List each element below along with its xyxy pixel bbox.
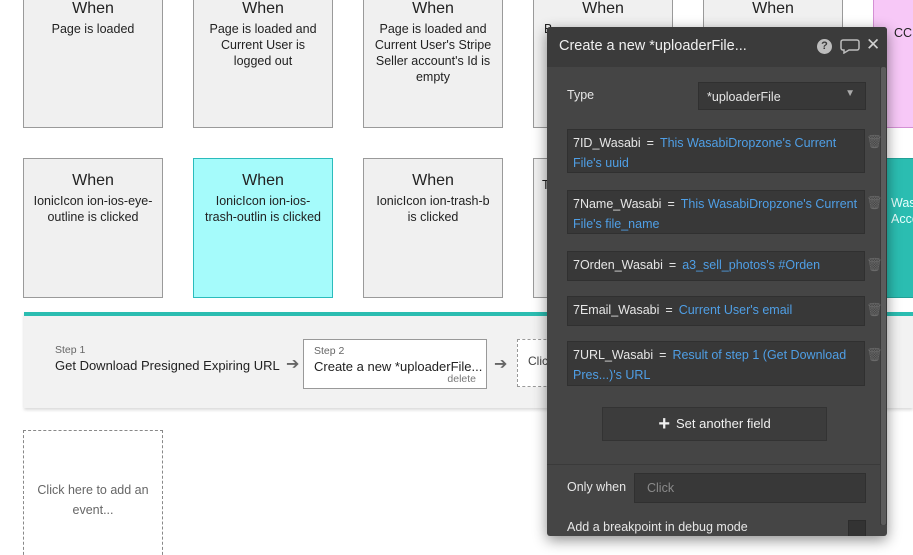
field-key: 7Orden_Wasabi [573, 258, 663, 272]
field-expression[interactable]: This WasabiDropzone's Current File's fil… [573, 197, 858, 231]
event-when-label: When [412, 172, 454, 189]
event-page-loaded-stripe-empty[interactable]: When Page is loaded and Current User's S… [363, 0, 503, 128]
event-description: CCE [894, 26, 913, 40]
event-page-loaded-logged-out[interactable]: When Page is loaded and Current User is … [193, 0, 333, 128]
event-description: T [542, 178, 550, 192]
field-equals: = [659, 348, 667, 362]
field-equals: = [665, 303, 673, 317]
field-expression[interactable]: This WasabiDropzone's Current File's uui… [573, 136, 837, 170]
trash-icon[interactable]: 🗑 [866, 302, 883, 317]
event-page-loaded[interactable]: When Page is loaded [23, 0, 163, 128]
add-event-button[interactable]: Click here to add an event... [23, 430, 163, 555]
delete-step-link[interactable]: delete [447, 373, 476, 385]
event-when-label: When [242, 0, 284, 17]
field-orden-wasabi[interactable]: 7Orden_Wasabi = a3_sell_photos's #Orden [567, 251, 865, 281]
panel-header[interactable]: Create a new *uploaderFile... ? ✕ [547, 27, 887, 67]
event-description: Page is loaded and Current User's Stripe… [374, 22, 492, 84]
type-select[interactable]: *uploaderFile ▼ [698, 82, 866, 110]
event-trash-b-clicked[interactable]: When IonicIcon ion-trash-b is clicked [363, 158, 503, 298]
set-another-field-button[interactable]: + Set another field [602, 407, 827, 441]
event-description: IonicIcon ion-ios-trash-outlin is clicke… [204, 194, 321, 224]
panel-title: Create a new *uploaderFile... [559, 38, 747, 54]
field-url-wasabi[interactable]: 7URL_Wasabi =Result of step 1 (Get Downlo… [567, 341, 865, 386]
trash-icon[interactable]: 🗑 [866, 134, 883, 149]
divider [547, 464, 880, 465]
type-label: Type [567, 88, 595, 102]
arrow-right-icon: ➔ [286, 356, 300, 373]
step-title: Create a new *uploaderFile... [314, 359, 483, 374]
field-equals: = [646, 136, 654, 150]
field-equals: = [667, 197, 675, 211]
event-when-label: When [752, 0, 794, 17]
event-when-label: When [412, 0, 454, 17]
field-equals: = [668, 258, 677, 272]
arrow-right-icon: ➔ [494, 356, 508, 373]
chevron-down-icon: ▼ [845, 88, 855, 99]
field-key: 7ID_Wasabi [573, 136, 641, 150]
type-select-value: *uploaderFile [707, 90, 781, 104]
event-description: Was Acce [891, 196, 913, 226]
event-when-label: When [72, 172, 114, 189]
workflow-step-1[interactable]: Step 1 Get Download Presigned Expiring U… [55, 344, 280, 373]
event-when-label: When [582, 0, 624, 17]
field-expression[interactable]: Result of step 1 (Get Download Pres...)'… [573, 348, 847, 382]
field-key: 7URL_Wasabi [573, 348, 654, 362]
event-when-label: When [72, 0, 114, 17]
field-expression[interactable]: Current User's email [678, 303, 793, 317]
trash-icon[interactable]: 🗑 [866, 195, 883, 210]
event-description: IonicIcon ion-ios-eye-outline is clicked [33, 194, 153, 224]
trash-icon[interactable]: 🗑 [866, 347, 883, 362]
field-key: 7Email_Wasabi [573, 303, 660, 317]
event-when-label: When [242, 172, 284, 189]
field-name-wasabi[interactable]: 7Name_Wasabi =This WasabiDropzone's Curre… [567, 190, 865, 234]
field-expression[interactable]: a3_sell_photos's #Orden [682, 258, 821, 272]
step-number: Step 1 [55, 344, 86, 356]
only-when-label: Only when [567, 480, 627, 494]
only-when-input[interactable]: Click [634, 473, 866, 503]
field-email-wasabi[interactable]: 7Email_Wasabi = Current User's email [567, 296, 865, 326]
step-number: Step 2 [314, 345, 345, 357]
panel-scrollbar[interactable] [880, 67, 887, 525]
speech-bubble-icon[interactable] [840, 38, 860, 58]
event-description: Page is loaded [51, 22, 135, 36]
event-description: Page is loaded and Current User is logge… [209, 22, 317, 68]
close-icon[interactable]: ✕ [866, 35, 881, 54]
breakpoint-label: Add a breakpoint in debug mode [567, 520, 748, 534]
workflow-step-2[interactable]: Step 2 Create a new *uploaderFile... del… [303, 339, 487, 389]
question-circle-icon[interactable]: ? [817, 39, 832, 54]
event-trash-outline-clicked[interactable]: When IonicIcon ion-ios-trash-outlin is c… [193, 158, 333, 298]
plus-icon: + [658, 413, 670, 435]
event-eye-icon-clicked[interactable]: When IonicIcon ion-ios-eye-outline is cl… [23, 158, 163, 298]
set-another-field-label: Set another field [676, 416, 771, 431]
action-property-editor: Create a new *uploaderFile... ? ✕ Type *… [547, 27, 887, 536]
step-title: Get Download Presigned Expiring URL [55, 358, 280, 373]
event-description: IonicIcon ion-trash-b is clicked [376, 194, 490, 224]
field-id-wasabi[interactable]: 7ID_Wasabi =This WasabiDropzone's Current… [567, 129, 865, 173]
scrollbar-thumb[interactable] [881, 67, 886, 525]
field-key: 7Name_Wasabi [573, 197, 662, 211]
breakpoint-checkbox[interactable] [848, 520, 866, 536]
trash-icon[interactable]: 🗑 [866, 257, 883, 272]
